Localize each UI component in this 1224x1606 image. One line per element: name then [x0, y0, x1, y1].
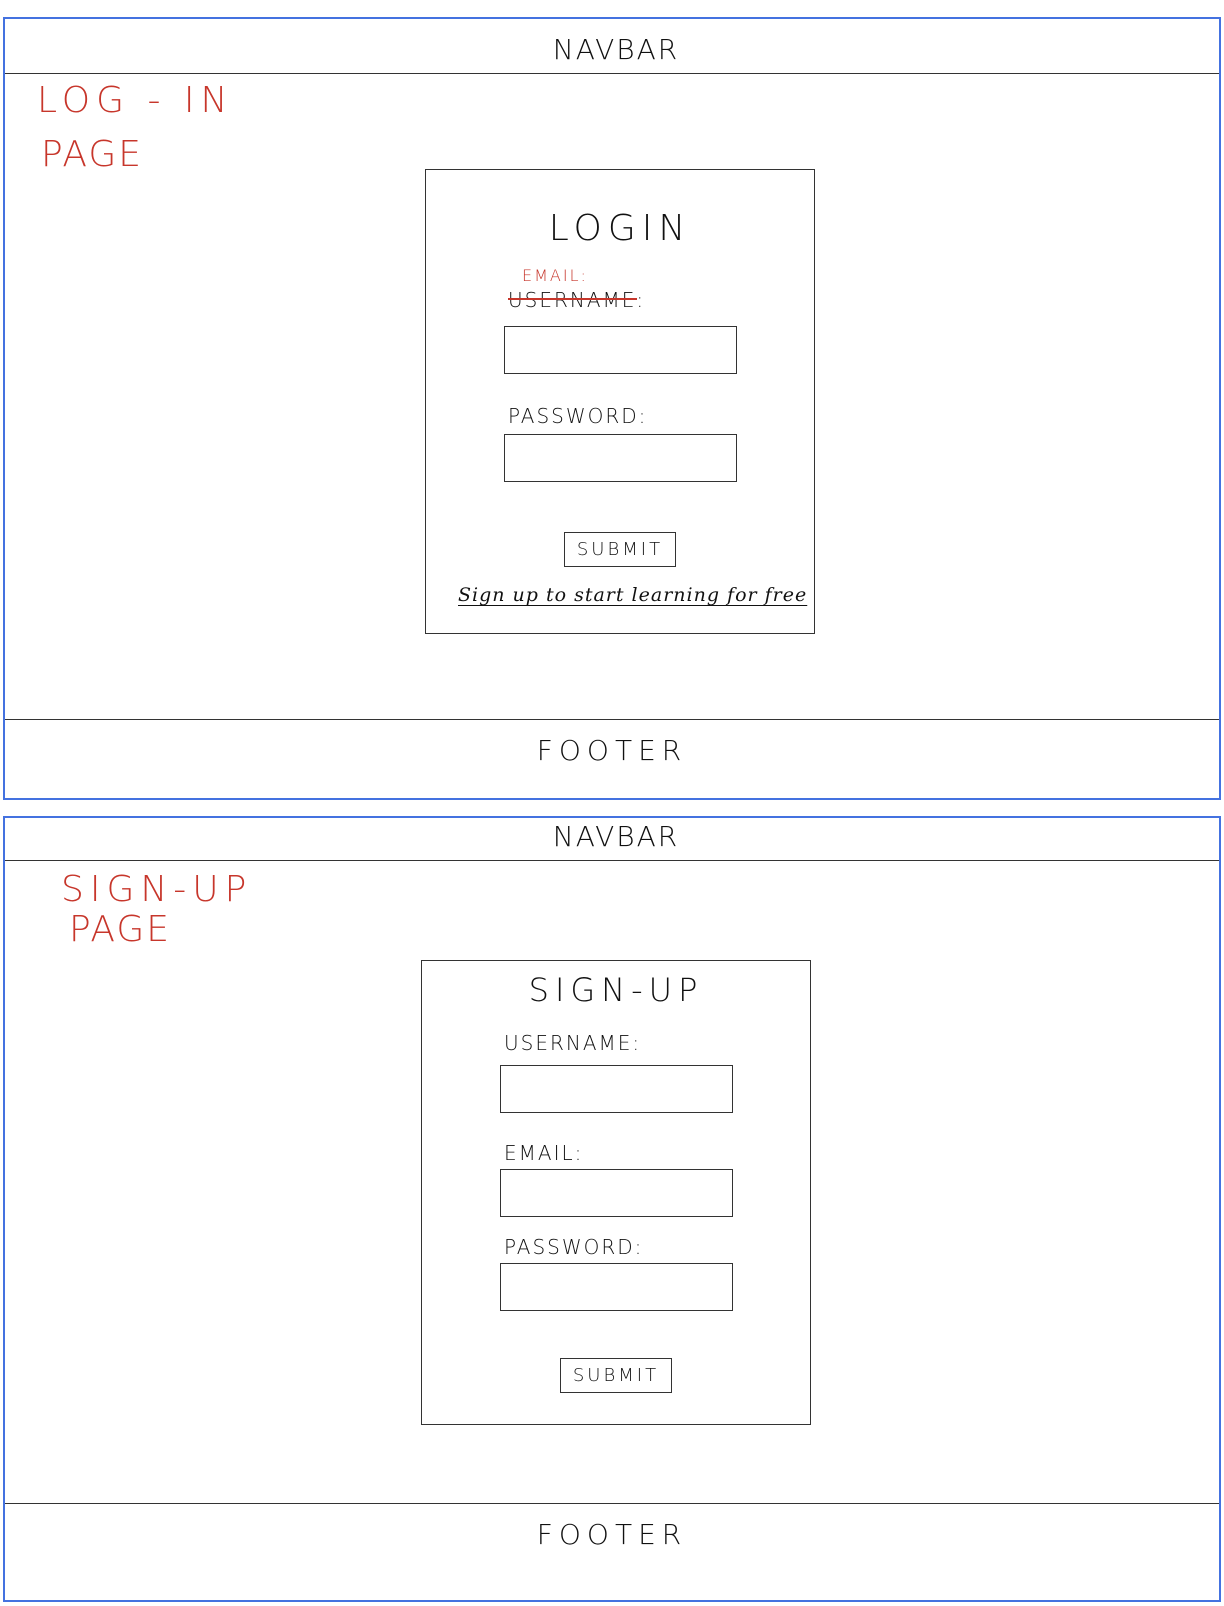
password-label: PASSWORD: — [508, 404, 648, 428]
email-input[interactable] — [500, 1169, 733, 1217]
submit-button[interactable]: SUBMIT — [560, 1358, 672, 1393]
footer: FOOTER — [536, 1518, 688, 1551]
login-card: LOGIN EMAIL: USERNAME: PASSWORD: SUBMIT … — [425, 169, 815, 634]
footer: FOOTER — [536, 734, 688, 767]
password-input[interactable] — [504, 434, 737, 482]
username-label: USERNAME: — [508, 288, 645, 312]
signup-card: SIGN-UP USERNAME: EMAIL: PASSWORD: SUBMI… — [421, 960, 811, 1425]
page-label-line2: PAGE — [41, 134, 144, 175]
login-title: LOGIN — [548, 208, 692, 249]
username-label: USERNAME: — [504, 1031, 642, 1055]
username-input[interactable] — [500, 1065, 733, 1113]
username-label-text: USERNAME: — [508, 288, 646, 312]
signup-title: SIGN-UP — [528, 971, 704, 1009]
footer-divider — [5, 1503, 1219, 1504]
signup-wireframe: NAVBAR SIGN-UP PAGE SIGN-UP USERNAME: EM… — [3, 816, 1221, 1602]
email-label: EMAIL: — [504, 1141, 584, 1165]
strikethrough-mark — [508, 298, 638, 300]
navbar[interactable]: NAVBAR — [552, 820, 680, 853]
username-input[interactable] — [504, 326, 737, 374]
submit-button[interactable]: SUBMIT — [564, 532, 676, 567]
page-label-line2: PAGE — [69, 909, 172, 950]
navbar[interactable]: NAVBAR — [552, 33, 680, 66]
email-annotation: EMAIL: — [522, 266, 588, 285]
signup-link[interactable]: Sign up to start learning for free — [458, 584, 808, 606]
login-wireframe: NAVBAR LOG - IN PAGE LOGIN EMAIL: USERNA… — [3, 17, 1221, 800]
navbar-divider — [5, 860, 1219, 861]
footer-divider — [5, 719, 1219, 720]
page-label-line1: SIGN-UP — [61, 869, 253, 910]
password-label: PASSWORD: — [504, 1235, 644, 1259]
navbar-divider — [5, 73, 1219, 74]
password-input[interactable] — [500, 1263, 733, 1311]
page-label-line1: LOG - IN — [37, 80, 234, 121]
